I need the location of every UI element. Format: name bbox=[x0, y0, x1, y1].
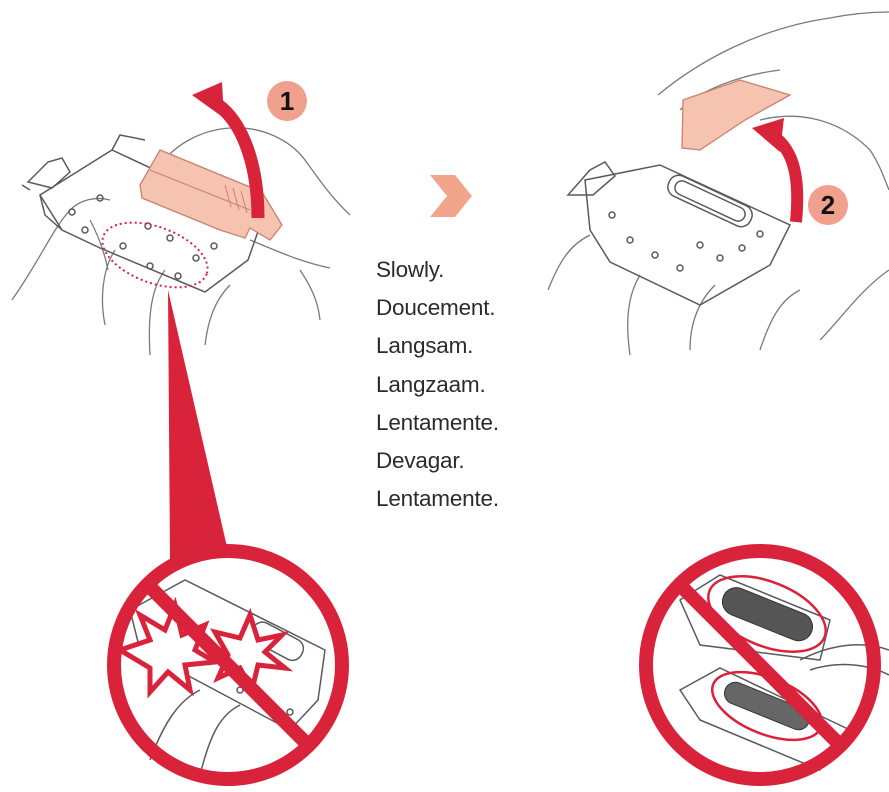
step-two-badge: 2 bbox=[808, 185, 848, 225]
zoom-callout bbox=[168, 290, 230, 560]
word-en: Slowly. bbox=[376, 251, 499, 289]
step-two-number: 2 bbox=[821, 190, 835, 220]
word-nl: Langzaam. bbox=[376, 366, 499, 404]
word-fr: Doucement. bbox=[376, 289, 499, 327]
word-pt: Devagar. bbox=[376, 442, 499, 480]
word-it: Lentamente. bbox=[376, 404, 499, 442]
prohibited-touching bbox=[108, 545, 348, 785]
word-es: Lentamente. bbox=[376, 480, 499, 518]
arrow-right-icon bbox=[430, 175, 472, 217]
word-de: Langsam. bbox=[376, 327, 499, 365]
right-hand bbox=[548, 12, 889, 355]
step-one-number: 1 bbox=[280, 86, 294, 116]
right-cartridge-illustration: 2 bbox=[548, 12, 889, 355]
left-cartridge-illustration: 1 bbox=[12, 81, 350, 355]
slowly-instruction-list: Slowly. Doucement. Langsam. Langzaam. Le… bbox=[376, 251, 499, 518]
right-cartridge-body bbox=[568, 162, 790, 305]
prohibited-ink-port-contact bbox=[640, 545, 889, 785]
step-one-badge: 1 bbox=[267, 81, 307, 121]
